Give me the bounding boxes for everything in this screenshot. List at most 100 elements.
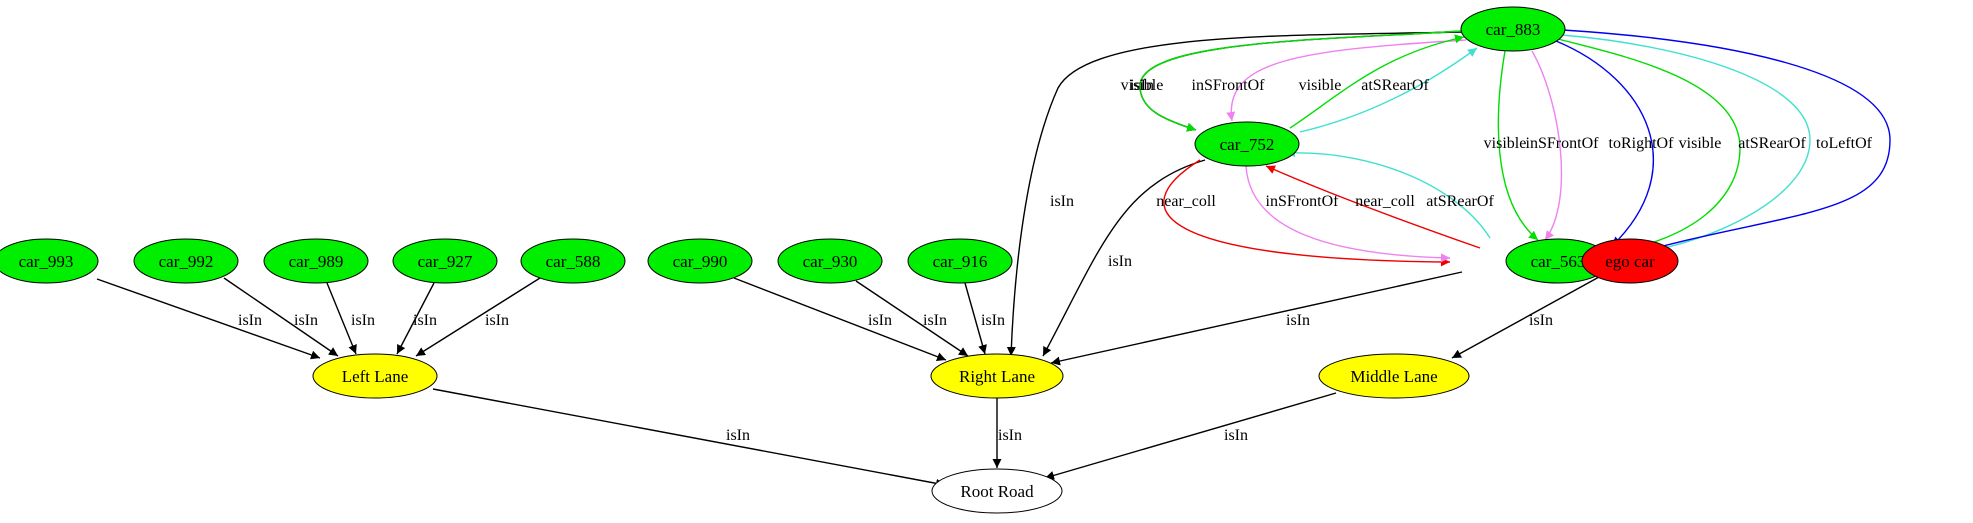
node-label: Root Road xyxy=(960,482,1034,501)
edge-e29: near_coll xyxy=(1265,165,1481,249)
node-ellipse[interactable] xyxy=(520,238,626,284)
node-car-990[interactable]: car_990 xyxy=(647,238,753,284)
node-ellipse[interactable] xyxy=(0,238,99,284)
edge-label: atSRearOf xyxy=(1361,77,1429,94)
node-left-lane[interactable]: Left Lane xyxy=(312,353,438,399)
node-ellipse[interactable] xyxy=(930,353,1064,399)
edge-label: isIn xyxy=(923,312,947,329)
edge-label: inSFrontOf xyxy=(1192,77,1266,94)
node-car-563[interactable]: car_563 xyxy=(1505,238,1611,284)
edge-line xyxy=(1562,29,1891,260)
node-label: Middle Lane xyxy=(1350,367,1437,386)
edge-line xyxy=(1555,40,1654,247)
edge-line xyxy=(1451,276,1600,359)
node-ellipse[interactable] xyxy=(931,468,1063,514)
edge-line xyxy=(1006,31,1463,357)
node-car-916[interactable]: car_916 xyxy=(907,238,1013,284)
node-label: car_927 xyxy=(418,252,473,271)
node-ellipse[interactable] xyxy=(1581,238,1679,284)
edge-line xyxy=(396,282,435,355)
node-middle-lane[interactable]: Middle Lane xyxy=(1318,353,1470,399)
edge-line xyxy=(1044,392,1337,480)
node-label: ego car xyxy=(1605,252,1655,271)
node-label: car_916 xyxy=(933,252,988,271)
edge-e20: atSRearOf xyxy=(1299,47,1478,133)
edge-label: visible xyxy=(1121,77,1164,94)
node-car-993[interactable]: car_993 xyxy=(0,238,99,284)
edge-e15: isIn xyxy=(1042,159,1206,357)
node-car-752[interactable]: car_752 xyxy=(1194,121,1300,167)
node-ellipse[interactable] xyxy=(777,238,883,284)
node-ego-car[interactable]: ego car xyxy=(1581,238,1679,284)
edge-label: near_coll xyxy=(1156,193,1216,210)
edge-line xyxy=(1531,50,1563,241)
node-ellipse[interactable] xyxy=(1460,6,1566,52)
node-ellipse[interactable] xyxy=(647,238,753,284)
node-root-road[interactable]: Root Road xyxy=(931,468,1063,514)
node-car-989[interactable]: car_989 xyxy=(263,238,369,284)
edge-label: isIn xyxy=(868,312,892,329)
node-ellipse[interactable] xyxy=(312,353,438,399)
edge-e12: isIn xyxy=(992,398,1022,468)
edge-e5: isIn xyxy=(415,277,541,357)
edge-label: isIn xyxy=(1130,77,1154,94)
edge-line xyxy=(432,388,946,488)
edge-e9: isIn xyxy=(1050,271,1463,366)
edge-label: isIn xyxy=(998,427,1022,444)
edge-e14: isIn xyxy=(1006,31,1463,357)
node-label: car_989 xyxy=(289,252,344,271)
edge-label: isIn xyxy=(1286,312,1310,329)
node-ellipse[interactable] xyxy=(133,238,239,284)
node-right-lane[interactable]: Right Lane xyxy=(930,353,1064,399)
edge-line xyxy=(1139,30,1463,132)
node-label: car_883 xyxy=(1486,20,1541,39)
edges-layer: isIn isIn isIn isIn isIn isIn isIn isIn isIn isIn… xyxy=(96,29,1891,488)
edge-label: atSRearOf xyxy=(1738,135,1806,152)
node-car-992[interactable]: car_992 xyxy=(133,238,239,284)
edge-label: isIn xyxy=(1529,312,1553,329)
edge-e3: isIn xyxy=(326,282,375,355)
edge-e8: isIn xyxy=(964,282,1005,355)
node-ellipse[interactable] xyxy=(1318,353,1470,399)
edge-e2: isIn xyxy=(223,277,339,357)
edge-label: inSFrontOf xyxy=(1526,135,1600,152)
node-label: car_930 xyxy=(803,252,858,271)
edge-e26: toLeftOf xyxy=(1562,29,1891,260)
edge-label: near_coll xyxy=(1355,193,1415,210)
node-ellipse[interactable] xyxy=(263,238,369,284)
edge-label: isIn xyxy=(1224,427,1248,444)
edge-line xyxy=(1226,39,1467,122)
edge-line xyxy=(223,277,339,357)
node-car-927[interactable]: car_927 xyxy=(392,238,498,284)
edge-line xyxy=(1265,165,1481,249)
edge-e17: visible xyxy=(1121,30,1463,132)
edge-line xyxy=(1042,159,1206,357)
edge-e24: visible xyxy=(1557,38,1741,256)
edge-label: isIn xyxy=(981,312,1005,329)
edge-line xyxy=(1285,148,1491,239)
node-ellipse[interactable] xyxy=(907,238,1013,284)
edge-label: toRightOf xyxy=(1609,135,1675,152)
edge-e13: isIn xyxy=(1044,392,1337,480)
edge-e19: visible xyxy=(1289,34,1465,129)
edge-label: isIn xyxy=(1050,193,1074,210)
edge-label: isIn xyxy=(351,312,375,329)
node-ellipse[interactable] xyxy=(1194,121,1300,167)
edge-label: isIn xyxy=(1108,253,1132,270)
edge-line xyxy=(1163,159,1451,267)
edge-label: visible xyxy=(1679,135,1722,152)
edge-line xyxy=(1289,34,1465,129)
edge-e18: inSFrontOf xyxy=(1192,39,1467,122)
node-car-883[interactable]: car_883 xyxy=(1460,6,1566,52)
node-label: car_993 xyxy=(19,252,74,271)
edge-line xyxy=(1299,47,1478,133)
edge-label: visible xyxy=(1484,135,1527,152)
node-car-930[interactable]: car_930 xyxy=(777,238,883,284)
edge-line xyxy=(1245,165,1451,263)
edge-e11: isIn xyxy=(432,388,946,488)
edge-line xyxy=(855,280,969,357)
node-car-588[interactable]: car_588 xyxy=(520,238,626,284)
edge-e30: atSRearOf xyxy=(1285,148,1494,239)
node-ellipse[interactable] xyxy=(392,238,498,284)
